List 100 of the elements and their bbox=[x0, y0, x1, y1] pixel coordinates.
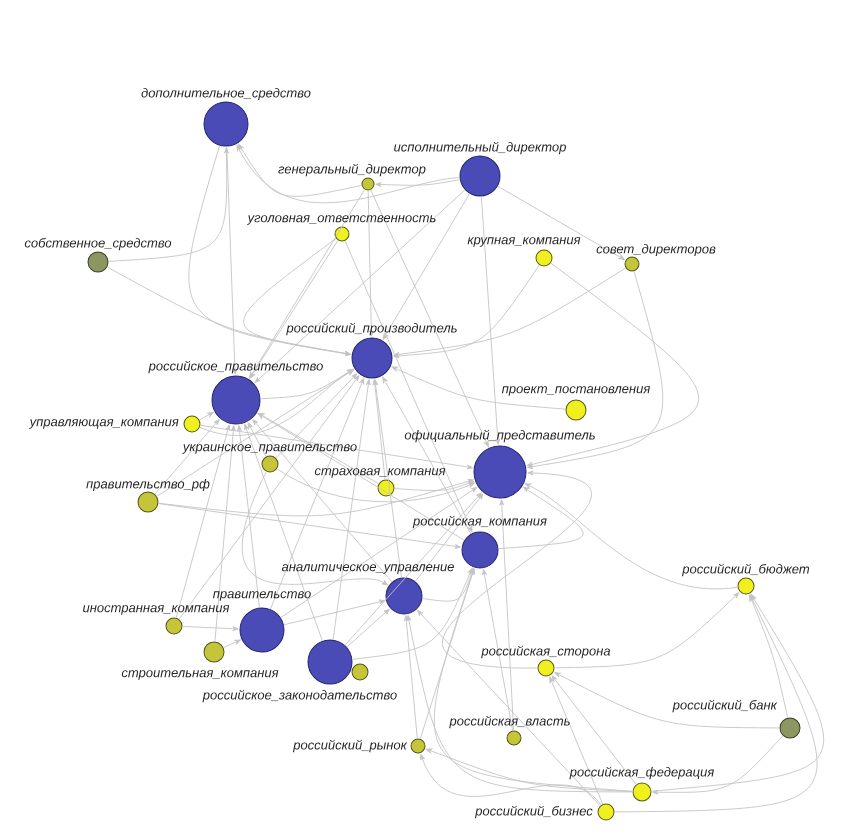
arrow bbox=[375, 179, 461, 187]
node-circle bbox=[351, 337, 393, 379]
arrow bbox=[524, 483, 739, 590]
node-circle bbox=[239, 607, 285, 653]
arrow bbox=[351, 567, 473, 660]
arrow bbox=[367, 190, 374, 337]
arrow bbox=[749, 594, 789, 719]
arrow bbox=[393, 267, 627, 357]
arrow bbox=[243, 238, 351, 356]
arrow bbox=[498, 486, 584, 550]
node-circle bbox=[351, 663, 369, 681]
node-circle bbox=[307, 639, 353, 685]
arrow bbox=[199, 424, 473, 470]
node-circle bbox=[473, 445, 527, 499]
arrow bbox=[406, 614, 633, 793]
arrow bbox=[346, 608, 390, 648]
arrow bbox=[482, 569, 514, 732]
node-circle bbox=[385, 577, 423, 615]
arrow bbox=[249, 189, 366, 379]
arrow bbox=[614, 594, 818, 813]
arrow bbox=[394, 480, 475, 491]
arrow bbox=[182, 625, 239, 632]
arrow bbox=[226, 146, 238, 375]
node-circle bbox=[565, 399, 587, 421]
arrow bbox=[199, 411, 214, 421]
arrow bbox=[252, 419, 393, 583]
arrow bbox=[419, 568, 475, 740]
node-circle bbox=[624, 256, 640, 272]
node-circle bbox=[537, 659, 555, 677]
arrow bbox=[175, 424, 231, 619]
arrow bbox=[242, 471, 388, 586]
arrow bbox=[178, 375, 360, 620]
arrow bbox=[414, 493, 484, 582]
node-circle bbox=[377, 479, 395, 497]
node-circle bbox=[211, 375, 261, 425]
arrow bbox=[276, 468, 475, 503]
arrow bbox=[370, 189, 489, 448]
arrow bbox=[254, 189, 466, 383]
arrow bbox=[372, 379, 386, 480]
arrow bbox=[497, 185, 625, 261]
arrow bbox=[551, 675, 637, 785]
arrow bbox=[157, 503, 461, 549]
arrow bbox=[420, 753, 602, 806]
node-circle bbox=[597, 803, 615, 821]
arrow bbox=[480, 196, 501, 445]
node-circle bbox=[183, 415, 201, 433]
node-circle bbox=[779, 717, 801, 739]
arrow bbox=[554, 672, 780, 729]
arrow bbox=[526, 270, 664, 470]
arrow bbox=[425, 748, 633, 793]
node-circle bbox=[459, 155, 501, 197]
arrow bbox=[283, 599, 386, 626]
node-circle bbox=[203, 641, 225, 663]
node-circle bbox=[535, 249, 553, 267]
arrow bbox=[651, 593, 825, 792]
arrow bbox=[275, 373, 358, 459]
node-circle bbox=[137, 491, 159, 513]
arrow bbox=[108, 147, 229, 262]
node-circle bbox=[410, 738, 426, 754]
arrow bbox=[332, 379, 371, 641]
arrow bbox=[257, 412, 380, 485]
arrow bbox=[154, 419, 220, 495]
arrow bbox=[344, 492, 482, 646]
arrow bbox=[247, 422, 267, 457]
arrow bbox=[554, 592, 740, 669]
node-circle bbox=[87, 251, 109, 273]
arrow bbox=[257, 413, 465, 541]
arrow bbox=[237, 425, 260, 609]
arrow bbox=[270, 377, 365, 610]
arrow bbox=[442, 470, 592, 669]
node-circle bbox=[261, 455, 279, 473]
arrow bbox=[391, 366, 566, 410]
arrow bbox=[199, 368, 354, 436]
arrow bbox=[382, 193, 470, 340]
arrow bbox=[403, 615, 418, 739]
arrow bbox=[393, 264, 540, 359]
node-circle bbox=[334, 226, 350, 242]
arrow bbox=[344, 240, 473, 533]
arrow bbox=[236, 144, 460, 204]
arrow bbox=[382, 376, 472, 535]
arrow bbox=[433, 568, 633, 792]
node-circle bbox=[506, 730, 522, 746]
node-circle bbox=[737, 577, 755, 595]
arrow bbox=[238, 143, 363, 197]
arrow bbox=[158, 478, 474, 517]
node-circle bbox=[461, 531, 499, 569]
arrow bbox=[249, 239, 339, 379]
arrow bbox=[373, 379, 402, 579]
node-circle bbox=[632, 782, 652, 802]
arrow bbox=[652, 735, 784, 795]
node-circle bbox=[203, 101, 249, 147]
arrow bbox=[156, 369, 355, 497]
arrow bbox=[549, 676, 604, 805]
arrow bbox=[499, 499, 515, 731]
arrow bbox=[280, 486, 478, 619]
arrow bbox=[244, 423, 323, 642]
arrow bbox=[214, 425, 236, 642]
node-circle bbox=[165, 617, 183, 635]
arrow bbox=[417, 610, 601, 807]
arrow bbox=[223, 639, 241, 649]
